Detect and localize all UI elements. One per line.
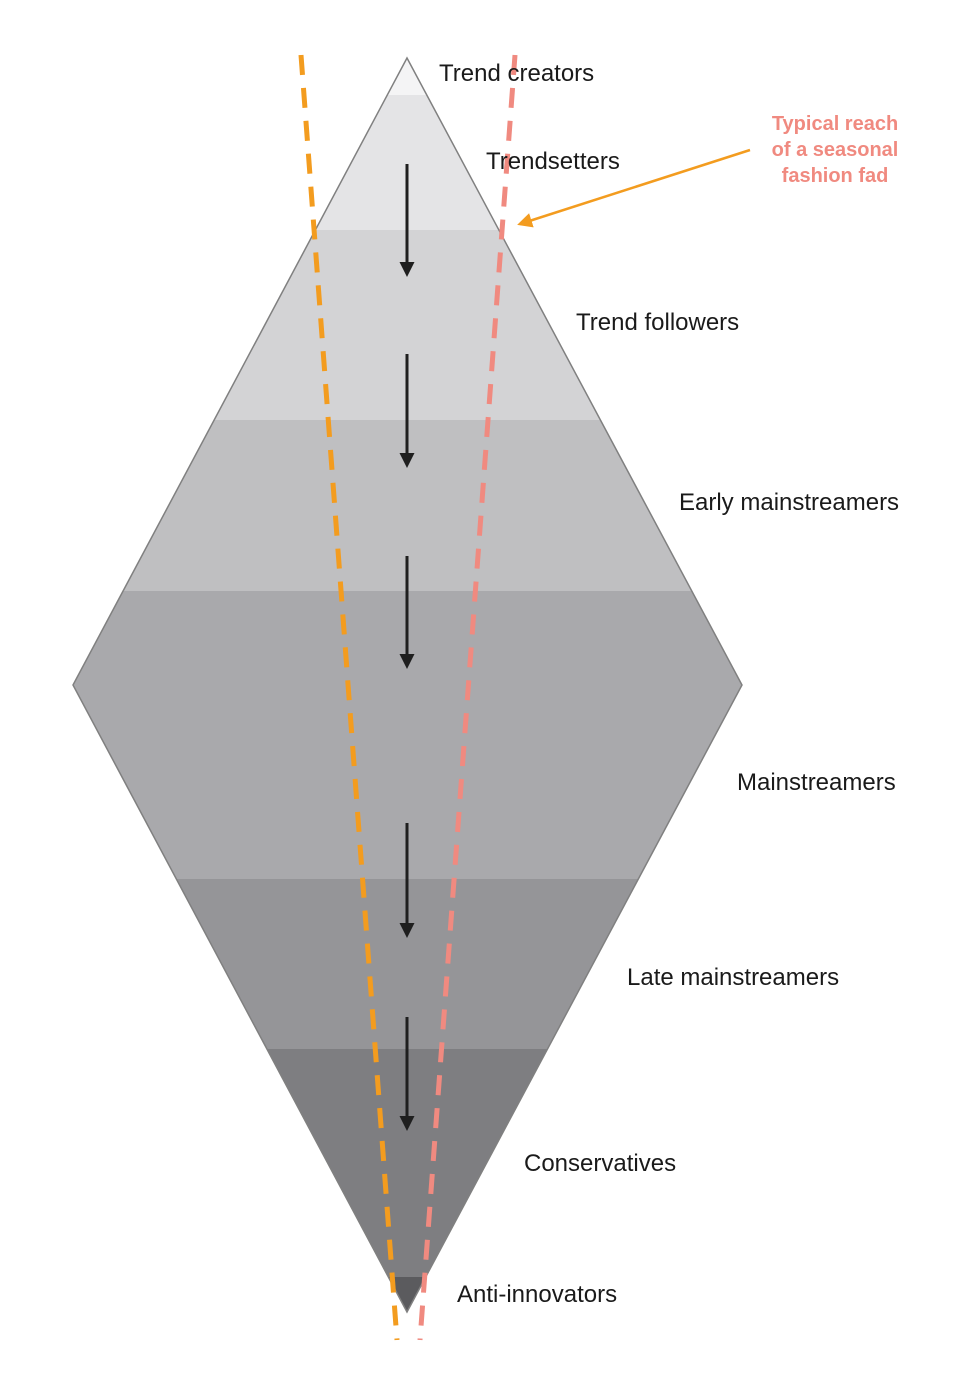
- annotation-line-3: fashion fad: [782, 165, 889, 187]
- label-trend-followers: Trend followers: [576, 309, 739, 336]
- label-early-mainstreamers: Early mainstreamers: [679, 489, 899, 516]
- layer-band-trendsetters: [73, 95, 742, 230]
- layer-band-trend-creators: [73, 58, 742, 95]
- label-anti-innovators: Anti-innovators: [457, 1281, 617, 1308]
- layer-band-early-mainstreamers: [73, 420, 742, 591]
- label-trend-creators: Trend creators: [439, 60, 594, 87]
- reach-annotation: Typical reach of a seasonal fashion fad: [517, 113, 899, 228]
- reach-right-dashed-line: [417, 54, 518, 1341]
- reach-left-dashed-line: [298, 54, 400, 1341]
- label-late-mainstreamers: Late mainstreamers: [627, 964, 839, 991]
- label-mainstreamers: Mainstreamers: [737, 769, 896, 796]
- diamond-layers: [73, 58, 742, 1312]
- layer-labels: Trend creators Trendsetters Trend follow…: [439, 60, 899, 1308]
- layer-band-mainstreamers: [73, 591, 742, 879]
- label-trendsetters: Trendsetters: [486, 148, 620, 175]
- annotation-arrow: [517, 148, 751, 228]
- label-conservatives: Conservatives: [524, 1150, 676, 1177]
- diamond-outline: [72, 56, 743, 1314]
- layer-band-anti-innovators: [73, 1277, 742, 1312]
- annotation-line-2: of a seasonal: [772, 139, 899, 161]
- annotation-line-1: Typical reach: [772, 113, 898, 135]
